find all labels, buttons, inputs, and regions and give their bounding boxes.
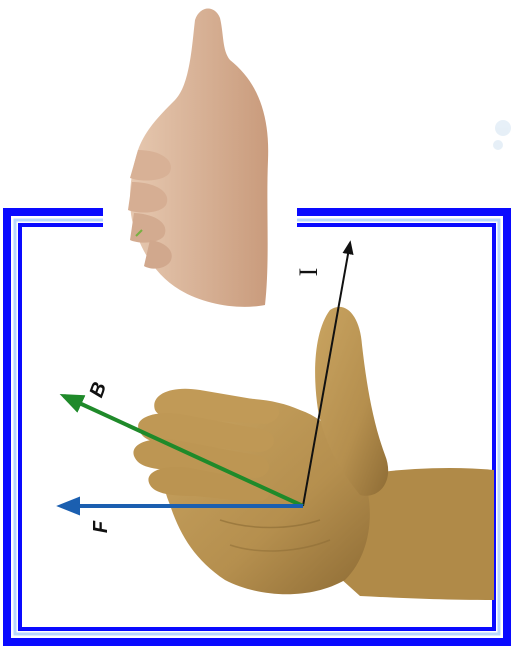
current-label: I	[294, 268, 323, 277]
force-label: F	[90, 520, 112, 533]
background-decoration	[493, 120, 511, 150]
